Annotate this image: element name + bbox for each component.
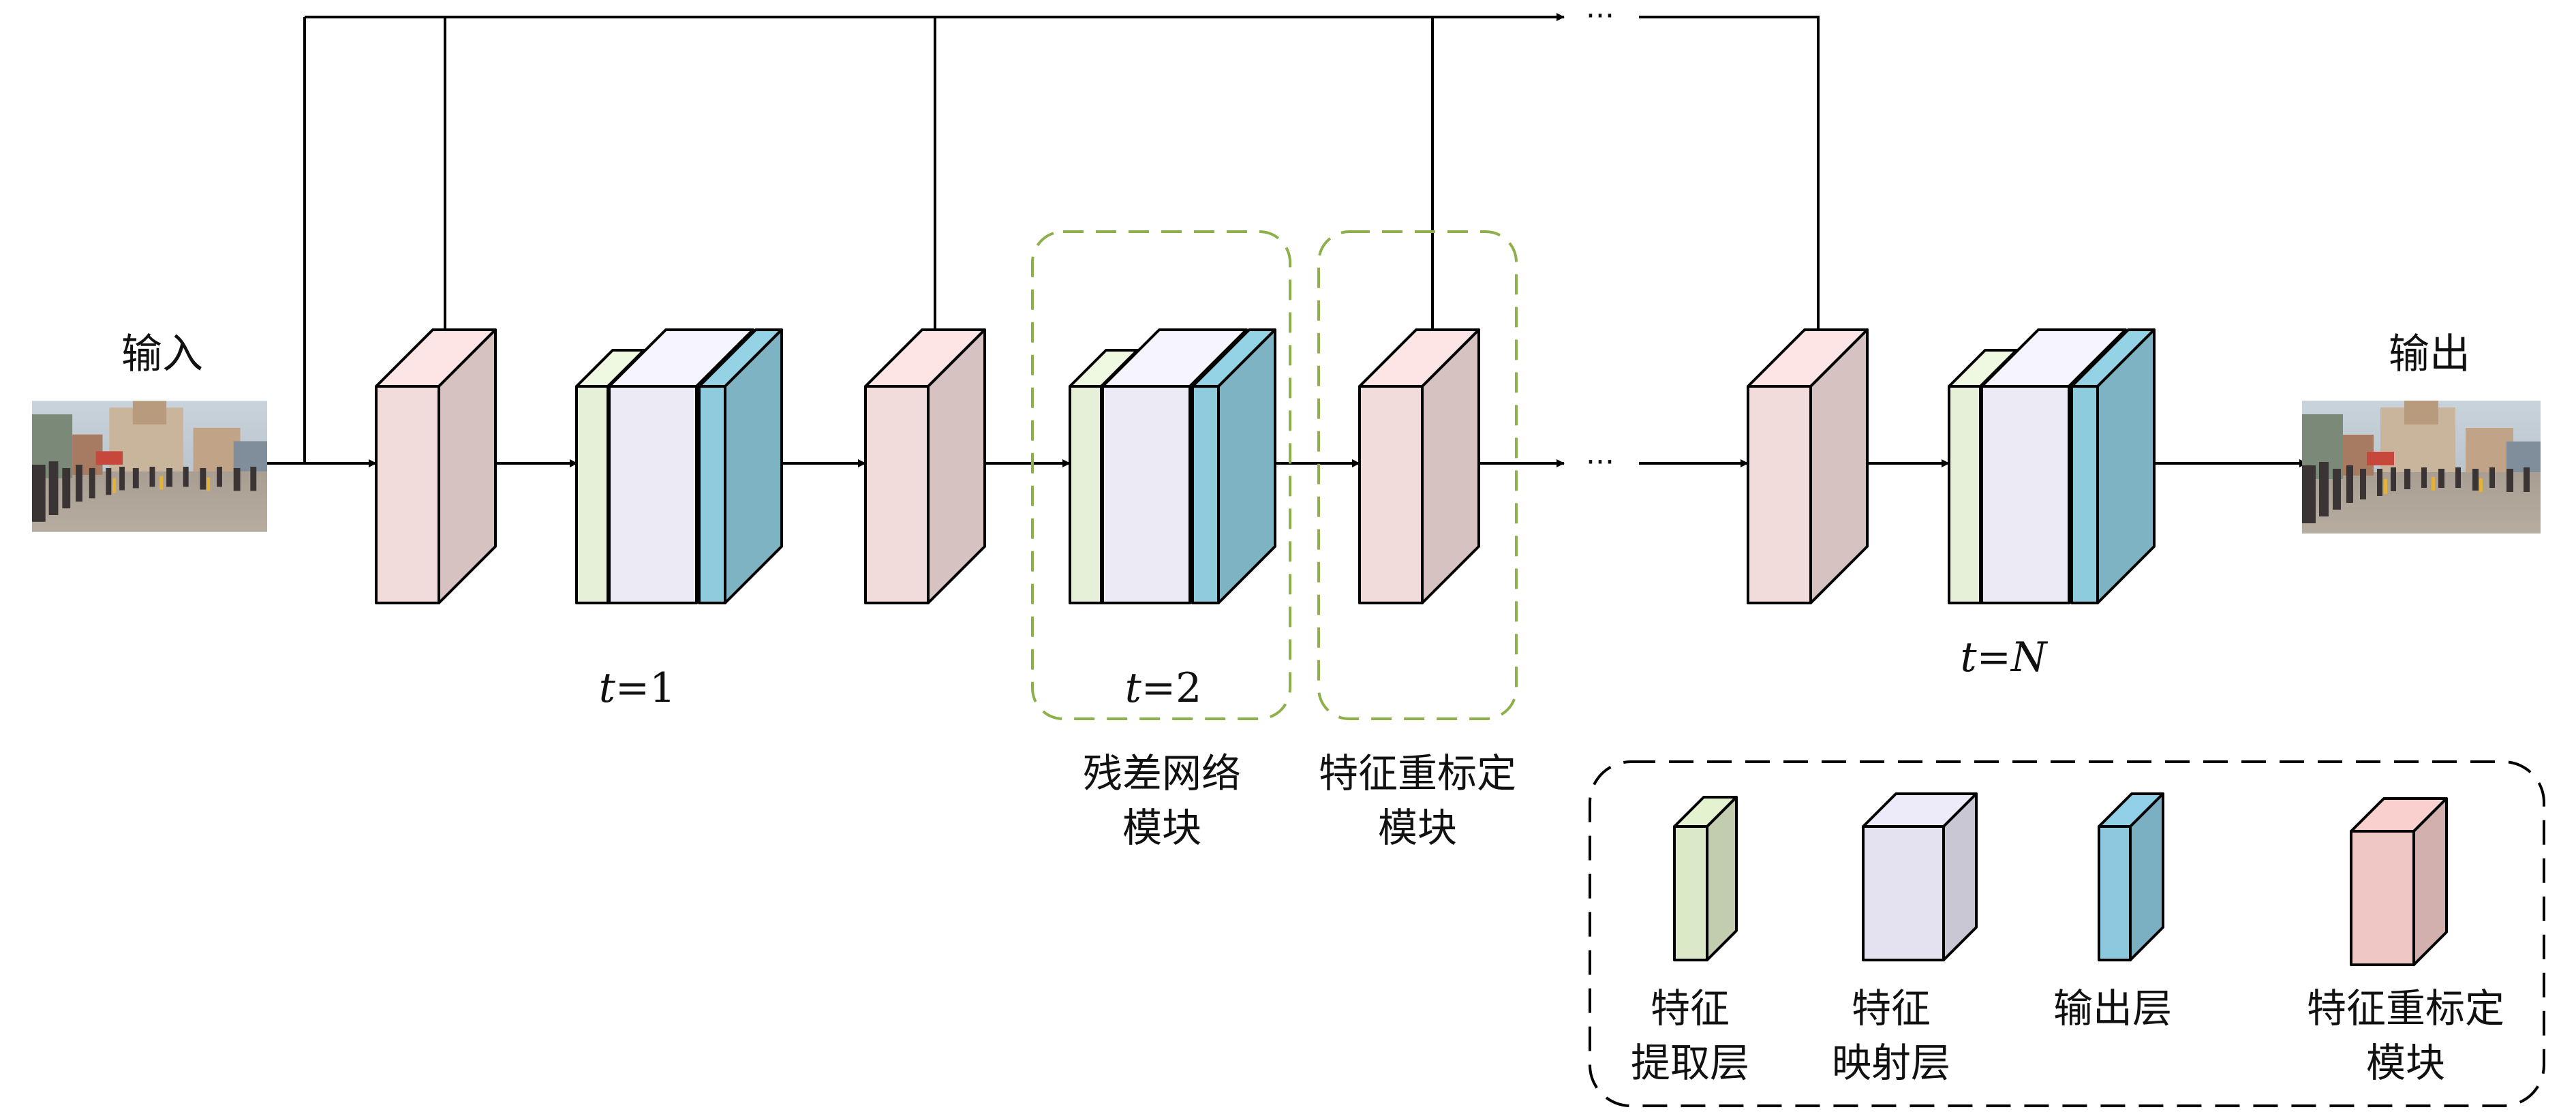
output-image — [2302, 401, 2541, 533]
step-label-tN: t=N — [1961, 634, 2049, 681]
output-layer-2 — [1191, 328, 1276, 604]
legend-output-swatch — [2098, 792, 2164, 961]
input-label: 输入 — [121, 330, 203, 378]
residual-module-highlight — [1031, 230, 1291, 720]
recalibration-block-1 — [375, 328, 497, 604]
legend — [1673, 792, 2448, 966]
network-blocks — [375, 328, 2156, 604]
legend-label-recal-line2: 模块 — [2366, 1040, 2445, 1086]
legend-label-recal-line1: 特征重标定 — [2307, 985, 2504, 1032]
legend-label-extract-line2: 提取层 — [1631, 1040, 1749, 1086]
recalibration-block-2 — [864, 328, 986, 604]
ellipsis-middle: ··· — [1586, 445, 1614, 480]
legend-box — [1589, 760, 2545, 1107]
legend-label-mapping-line2: 映射层 — [1832, 1040, 1950, 1086]
output-label: 输出 — [2389, 330, 2470, 378]
skip-connections — [303, 13, 1822, 463]
recalibration-module-caption-line2: 模块 — [1378, 805, 1457, 851]
recalibration-module-highlight — [1317, 230, 1518, 720]
ellipsis-top: ··· — [1586, 0, 1614, 33]
residual-module-caption-line2: 模块 — [1122, 805, 1201, 851]
step-label-t1: t=1 — [599, 664, 676, 712]
step-label-t2: t=2 — [1125, 664, 1202, 712]
legend-mapping-swatch — [1862, 792, 1978, 961]
legend-label-extract-line1: 特征 — [1651, 985, 1730, 1032]
recalibration-module-caption-line1: 特征重标定 — [1319, 750, 1516, 796]
legend-label-mapping-line1: 特征 — [1852, 985, 1931, 1032]
recalibration-block-3 — [1358, 328, 1480, 604]
output-layer-1 — [698, 328, 783, 604]
recalibration-block-4 — [1747, 328, 1869, 604]
residual-module-caption-line1: 残差网络 — [1083, 750, 1241, 796]
legend-recal-swatch — [2350, 797, 2448, 966]
legend-extract-swatch — [1673, 796, 1738, 961]
output-layer-3 — [2070, 328, 2156, 604]
input-image — [32, 401, 267, 532]
legend-label-output-line1: 输出层 — [2053, 985, 2172, 1032]
